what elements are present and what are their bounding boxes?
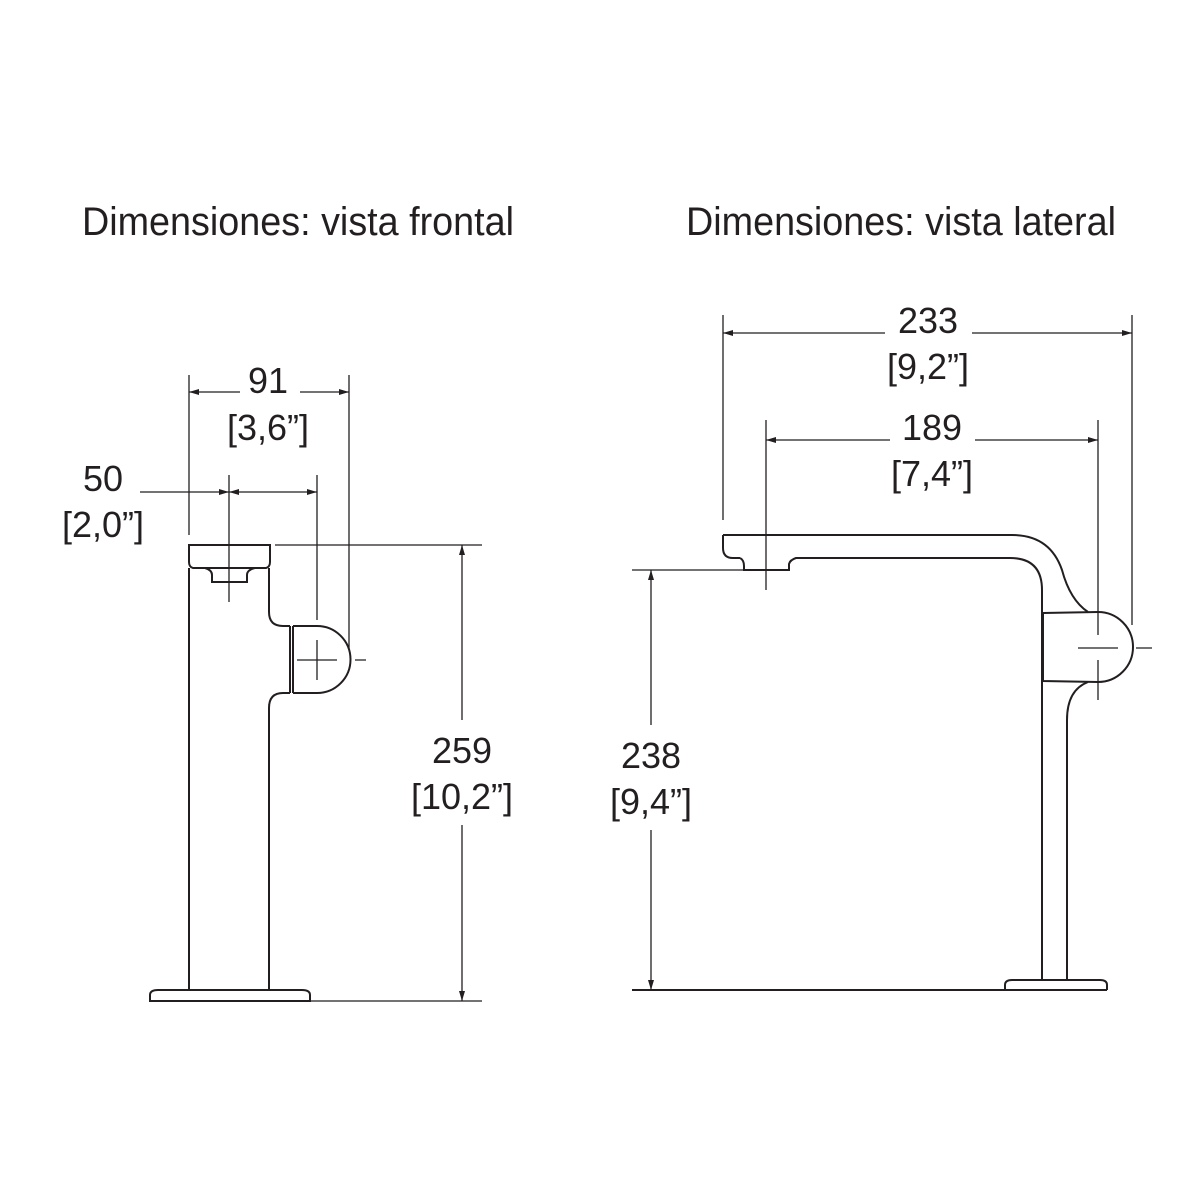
front-width-mm: 91 [248,360,288,401]
front-width-in: [3,6”] [227,407,309,448]
side-reach-spout-in: [7,4”] [891,453,973,494]
front-offset-mm: 50 [83,458,123,499]
front-view-centerlines [188,375,366,680]
front-dimension-lines [140,389,482,1002]
front-height-in: [10,2”] [411,776,513,817]
front-height-mm: 259 [432,730,492,771]
front-offset-in: [2,0”] [62,504,144,545]
side-height-mm: 238 [621,735,681,776]
side-dimension-lines [632,330,1132,990]
front-view-title: Dimensiones: vista frontal [82,200,514,244]
side-reach-total-mm: 233 [898,300,958,341]
front-view-faucet [149,544,352,1002]
side-reach-spout-mm: 189 [902,407,962,448]
side-view-title: Dimensiones: vista lateral [686,200,1116,244]
side-view-centerlines [722,315,1152,700]
side-height-in: [9,4”] [610,781,692,822]
side-view-faucet [632,534,1134,991]
side-reach-total-in: [9,2”] [887,346,969,387]
